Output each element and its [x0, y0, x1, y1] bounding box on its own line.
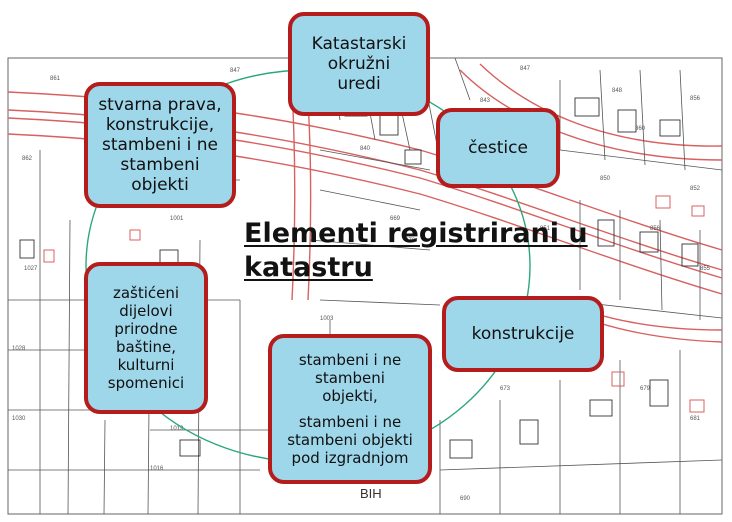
- title-line-1: Elementi registrirani u: [244, 218, 588, 249]
- svg-text:1030: 1030: [12, 416, 26, 422]
- svg-text:851: 851: [540, 226, 551, 232]
- svg-text:1016: 1016: [150, 466, 164, 472]
- title-line-2: katastru: [244, 252, 373, 283]
- svg-text:850: 850: [600, 176, 611, 182]
- node-text: objekti,: [322, 387, 378, 405]
- svg-text:856: 856: [650, 226, 661, 232]
- svg-text:855: 855: [700, 266, 711, 272]
- node-text: čestice: [468, 138, 528, 158]
- node-text: baštine,: [115, 338, 177, 356]
- diagram-title: Elementi registrirani u katastru: [244, 217, 624, 285]
- node-text: stambeni: [315, 369, 385, 387]
- node-text: konstrukcije,: [105, 115, 215, 135]
- node-text: pod izgradnjom: [291, 449, 409, 467]
- node-text: uredi: [337, 74, 381, 94]
- svg-text:840: 840: [360, 146, 371, 152]
- node-text: stambeni: [120, 155, 200, 175]
- node-text: spomenici: [107, 374, 185, 392]
- svg-text:848: 848: [612, 88, 623, 94]
- svg-text:1028: 1028: [12, 346, 26, 352]
- svg-text:1027: 1027: [24, 266, 38, 272]
- svg-text:673: 673: [500, 386, 511, 392]
- svg-text:861: 861: [50, 76, 61, 82]
- node-property-rights: stvarna prava, konstrukcije, stambeni i …: [84, 82, 236, 208]
- svg-text:852: 852: [690, 186, 701, 192]
- node-parcels: čestice: [436, 108, 560, 188]
- node-text: objekti: [131, 175, 189, 195]
- node-protected-heritage: zaštićeni dijelovi prirodne baštine, kul…: [84, 262, 208, 414]
- node-residential-buildings: stambeni i ne stambeni objekti, stambeni…: [268, 334, 432, 484]
- footer-text: BIH: [360, 486, 382, 501]
- node-constructions: konstrukcije: [442, 296, 604, 372]
- svg-text:860: 860: [635, 126, 646, 132]
- node-text: stambeni i ne: [101, 135, 218, 155]
- svg-text:669: 669: [390, 216, 401, 222]
- svg-text:847: 847: [230, 68, 241, 74]
- svg-text:862: 862: [22, 156, 33, 162]
- node-text: prirodne: [114, 320, 178, 338]
- svg-text:679: 679: [640, 386, 651, 392]
- node-text: stambeni objekti: [287, 431, 413, 449]
- node-text: stambeni i ne: [298, 413, 402, 431]
- node-text: okružni: [327, 54, 391, 74]
- svg-text:843: 843: [480, 98, 491, 104]
- svg-text:847: 847: [520, 66, 531, 72]
- svg-text:1001: 1001: [170, 216, 184, 222]
- node-text: Katastarski: [311, 34, 407, 54]
- svg-text:856: 856: [690, 96, 701, 102]
- node-text: stambeni i ne: [298, 351, 402, 369]
- svg-text:1003: 1003: [320, 316, 334, 322]
- node-text: dijelovi: [119, 302, 173, 320]
- node-text: kulturni: [117, 356, 175, 374]
- node-text: zaštićeni: [112, 284, 180, 302]
- node-text: konstrukcije: [471, 324, 575, 344]
- svg-text:681: 681: [690, 416, 701, 422]
- svg-text:690: 690: [460, 496, 471, 502]
- node-cadastral-offices: Katastarski okružni uredi: [288, 12, 430, 116]
- node-text: stvarna prava,: [98, 95, 222, 115]
- svg-text:1019: 1019: [170, 426, 184, 432]
- svg-text:670: 670: [405, 238, 416, 244]
